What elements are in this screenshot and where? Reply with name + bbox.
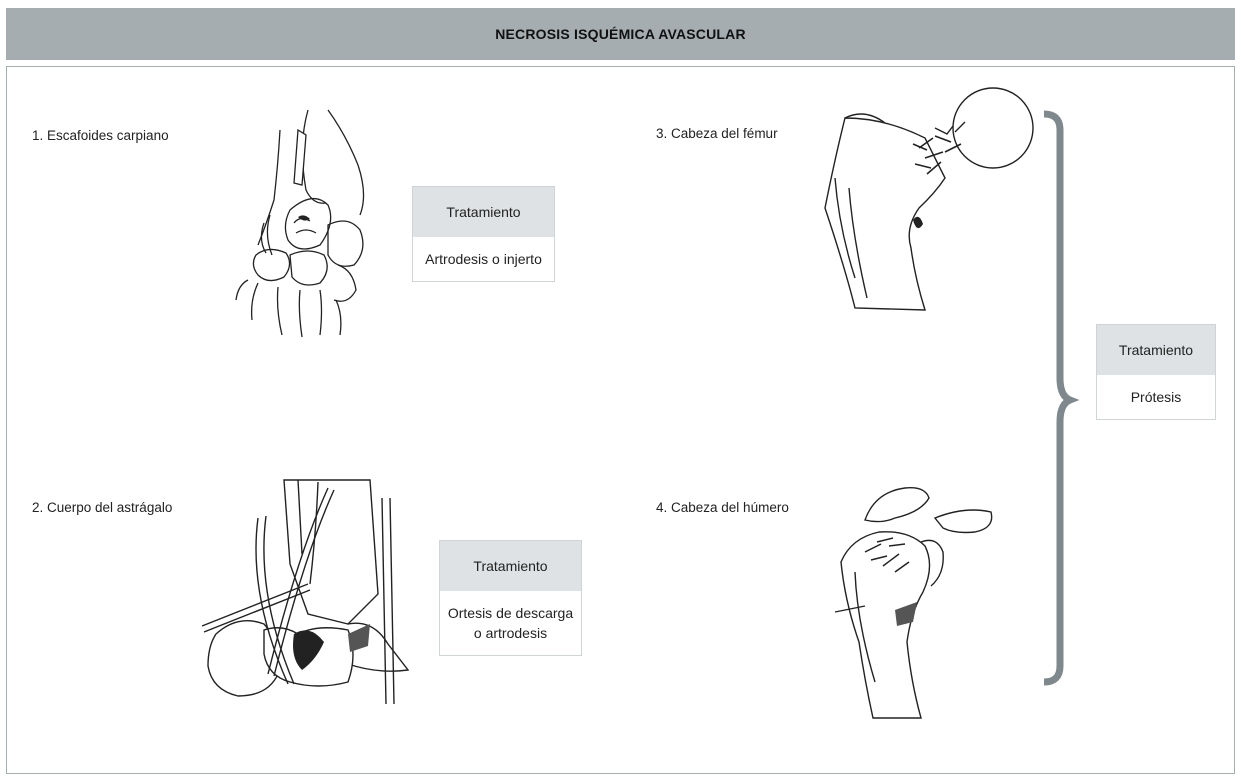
humeral-head-illustration xyxy=(825,482,1000,720)
header-bar: NECROSIS ISQUÉMICA AVASCULAR xyxy=(6,8,1235,60)
curly-bracket xyxy=(1036,110,1076,686)
label-humero: 4. Cabeza del húmero xyxy=(656,500,789,515)
treatment-line: o artrodesis xyxy=(474,623,547,643)
treatment-box-protesis: Tratamiento Prótesis xyxy=(1096,324,1216,420)
treatment-box-title: Tratamiento xyxy=(1097,325,1215,375)
treatment-box-value: Artrodesis o injerto xyxy=(413,237,554,281)
page-title: NECROSIS ISQUÉMICA AVASCULAR xyxy=(495,26,746,42)
treatment-box-value: Ortesis de descarga o artrodesis xyxy=(440,591,581,655)
label-escafoides: 1. Escafoides carpiano xyxy=(32,128,169,143)
treatment-box-value: Prótesis xyxy=(1097,375,1215,419)
treatment-line: Ortesis de descarga xyxy=(448,603,573,623)
femoral-head-illustration xyxy=(815,78,1035,313)
treatment-box-escafoides: Tratamiento Artrodesis o injerto xyxy=(412,186,555,282)
label-femur: 3. Cabeza del fémur xyxy=(656,126,778,141)
scaphoid-illustration xyxy=(228,105,378,340)
treatment-box-astragalo: Tratamiento Ortesis de descarga o artrod… xyxy=(439,540,582,656)
treatment-box-title: Tratamiento xyxy=(413,187,554,237)
talus-illustration xyxy=(198,474,428,714)
treatment-box-title: Tratamiento xyxy=(440,541,581,591)
label-astragalo: 2. Cuerpo del astrágalo xyxy=(32,500,172,515)
